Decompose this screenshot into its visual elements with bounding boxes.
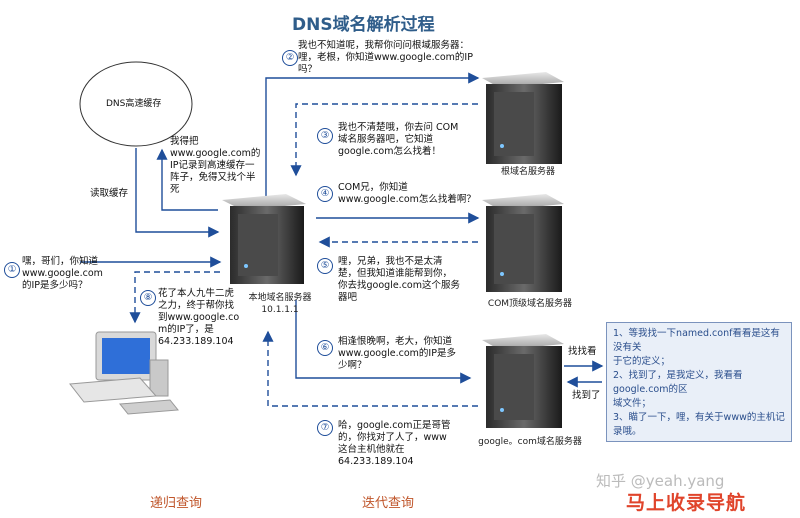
watermark: 知乎 @yeah.yang xyxy=(596,472,725,490)
step1-text: 嘿，哥们，你知道 www.google.com 的IP是多少吗？ xyxy=(22,256,103,291)
step3-text: 我也不清楚哦，你去问 COM 域名服务器吧，它知道 google.com怎么找着… xyxy=(338,122,459,157)
step4-number: ④ xyxy=(317,186,333,202)
step2-number: ② xyxy=(282,50,298,66)
google-server-icon xyxy=(482,334,564,428)
step5-number: ⑤ xyxy=(317,258,333,274)
com-server-label: COM顶级域名服务器 xyxy=(487,299,573,309)
step3-arrow xyxy=(290,103,478,177)
root-server-label: 根域名服务器 xyxy=(500,167,555,177)
brand-logo: 马上收录导航 xyxy=(626,492,747,514)
step5-text: 哩，兄弟，我也不是太清 楚，但我知道谁能帮到你， 你去找google.com这个… xyxy=(338,256,460,303)
step7-arrow xyxy=(262,330,478,407)
page-title: DNS域名解析过程 xyxy=(292,15,435,35)
step8-arrow xyxy=(129,271,220,324)
read-cache-label: 读取缓存 xyxy=(90,188,129,199)
step8-number: ⑧ xyxy=(140,290,156,306)
store-cache-text: 我得把 www.google.com的 IP记录到高速缓存一 阵子，免得又找个半… xyxy=(170,136,261,195)
google-server-label: google。com域名服务器 xyxy=(478,437,582,447)
step6-number: ⑥ xyxy=(317,340,333,356)
lookup-note: 1、等我找一下named.conf看看是这有没有关 于它的定义； 2、找到了，是… xyxy=(606,322,792,442)
client-computer-icon xyxy=(69,331,179,415)
step2-text: 我也不知道呢，我帮你问问根域服务器： 哩，老根，你知道www.google.co… xyxy=(298,40,473,75)
step6-arrow xyxy=(295,300,472,384)
step8-text: 花了本人九牛二虎 之力，终于帮你找 到www.google.co m的IP了，是… xyxy=(158,288,240,347)
step4-text: COM兄，你知道 www.google.com怎么找着啊？ xyxy=(338,182,476,205)
cache-ellipse xyxy=(79,61,193,147)
step7-text: 哈，google.com正是哥管 的，你找对了人了，www 这台主机他就在 64… xyxy=(338,420,451,467)
iterative-query-label: 迭代查询 xyxy=(362,496,415,511)
step6-text: 相逢恨晚啊，老大，你知道 www.google.com的IP是多 少啊？ xyxy=(338,336,456,371)
step2-arrow xyxy=(265,72,480,198)
step1-number: ① xyxy=(4,262,20,278)
local-server-label: 本地域名服务器 10.1.1.1 xyxy=(248,293,312,315)
recursive-query-label: 递归查询 xyxy=(150,496,203,511)
root-server-icon xyxy=(482,72,564,164)
com-server-icon xyxy=(482,194,564,292)
find-look-label: 找找看 xyxy=(568,346,597,357)
step3-number: ③ xyxy=(317,128,333,144)
store-cache-arrow xyxy=(156,148,218,211)
cache-label: DNS高速缓存 xyxy=(106,99,162,109)
read-cache-arrow xyxy=(135,148,220,238)
local-server-icon xyxy=(222,194,306,284)
found-it-label: 找到了 xyxy=(572,390,601,401)
step7-number: ⑦ xyxy=(317,420,333,436)
